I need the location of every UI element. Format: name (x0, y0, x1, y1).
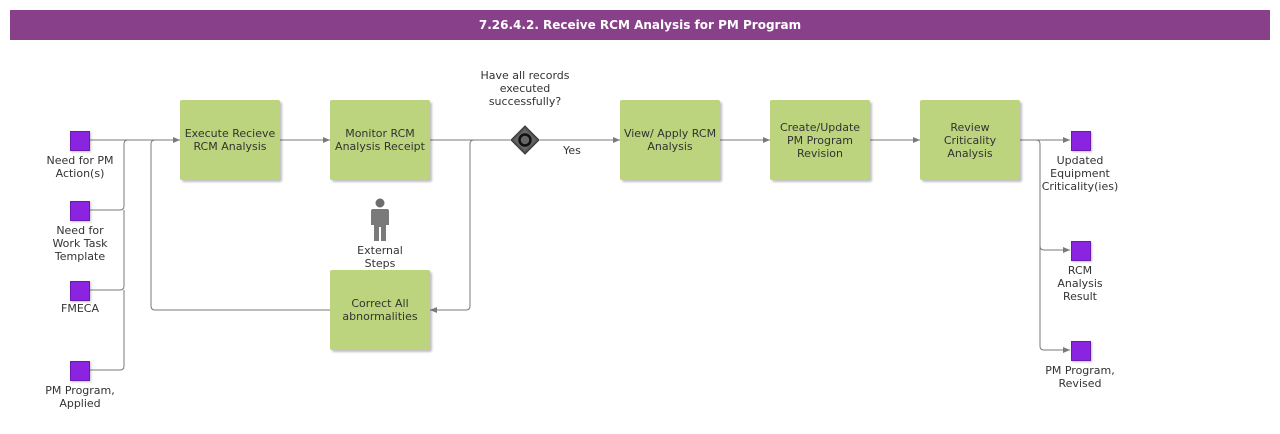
input-label-fmeca: FMECA (61, 302, 99, 315)
output-terminal-criticality[interactable] (1071, 131, 1091, 151)
connector-gateway-correct (430, 139, 475, 313)
task-view-apply-label: View/ Apply RCM Analysis (623, 127, 717, 153)
connector-output-2 (1039, 245, 1070, 253)
task-execute-label: Execute Recieve RCM Analysis (184, 127, 276, 153)
output-label-rcm-result: RCM Analysis Result (1057, 264, 1103, 303)
output-label-pm-revised: PM Program, Revised (1045, 364, 1115, 390)
person-icon (371, 198, 389, 241)
output-terminal-pm-revised[interactable] (1071, 341, 1091, 361)
output-label-criticality: Updated Equipment Criticality(ies) (1041, 154, 1119, 193)
diagram-title: 7.26.4.2. Receive RCM Analysis for PM Pr… (478, 18, 802, 32)
task-create-update-label: Create/Update PM Program Revision (779, 120, 861, 160)
connector-output-bus (1035, 139, 1070, 353)
input-label-work-task: Need for Work Task Template (52, 224, 108, 263)
task-correct-abnormalities[interactable]: Correct All abnormalities (330, 270, 430, 350)
connector-input-2 (89, 139, 129, 211)
connector-correct-loop (150, 139, 330, 311)
input-terminal-need-pm[interactable] (70, 131, 90, 151)
task-correct-label: Correct All abnormalities (342, 297, 418, 323)
gateway-question: Have all records executed successfully? (480, 69, 570, 108)
input-label-pm-applied: PM Program, Applied (45, 384, 115, 410)
task-review-criticality[interactable]: Review Criticality Analysis (920, 100, 1020, 180)
diagram-title-bar: 7.26.4.2. Receive RCM Analysis for PM Pr… (10, 10, 1270, 40)
task-review-label: Review Criticality Analysis (943, 120, 997, 160)
gateway-yes-label: Yes (563, 144, 581, 157)
actor-label: External Steps (357, 244, 403, 270)
task-view-apply-rcm[interactable]: View/ Apply RCM Analysis (620, 100, 720, 180)
connector-input-4 (89, 290, 125, 371)
input-terminal-work-task[interactable] (70, 201, 90, 221)
task-create-update-pm[interactable]: Create/Update PM Program Revision (770, 100, 870, 180)
input-terminal-pm-applied[interactable] (70, 361, 90, 381)
task-execute-receive-rcm[interactable]: Execute Recieve RCM Analysis (180, 100, 280, 180)
output-terminal-rcm-result[interactable] (1071, 241, 1091, 261)
input-terminal-fmeca[interactable] (70, 281, 90, 301)
decision-gateway-icon[interactable] (510, 125, 540, 155)
task-monitor-rcm-receipt[interactable]: Monitor RCM Analysis Receipt (330, 100, 430, 180)
input-label-need-pm: Need for PM Action(s) (46, 154, 114, 180)
connector-input-3 (89, 210, 125, 291)
task-monitor-label: Monitor RCM Analysis Receipt (335, 127, 425, 153)
